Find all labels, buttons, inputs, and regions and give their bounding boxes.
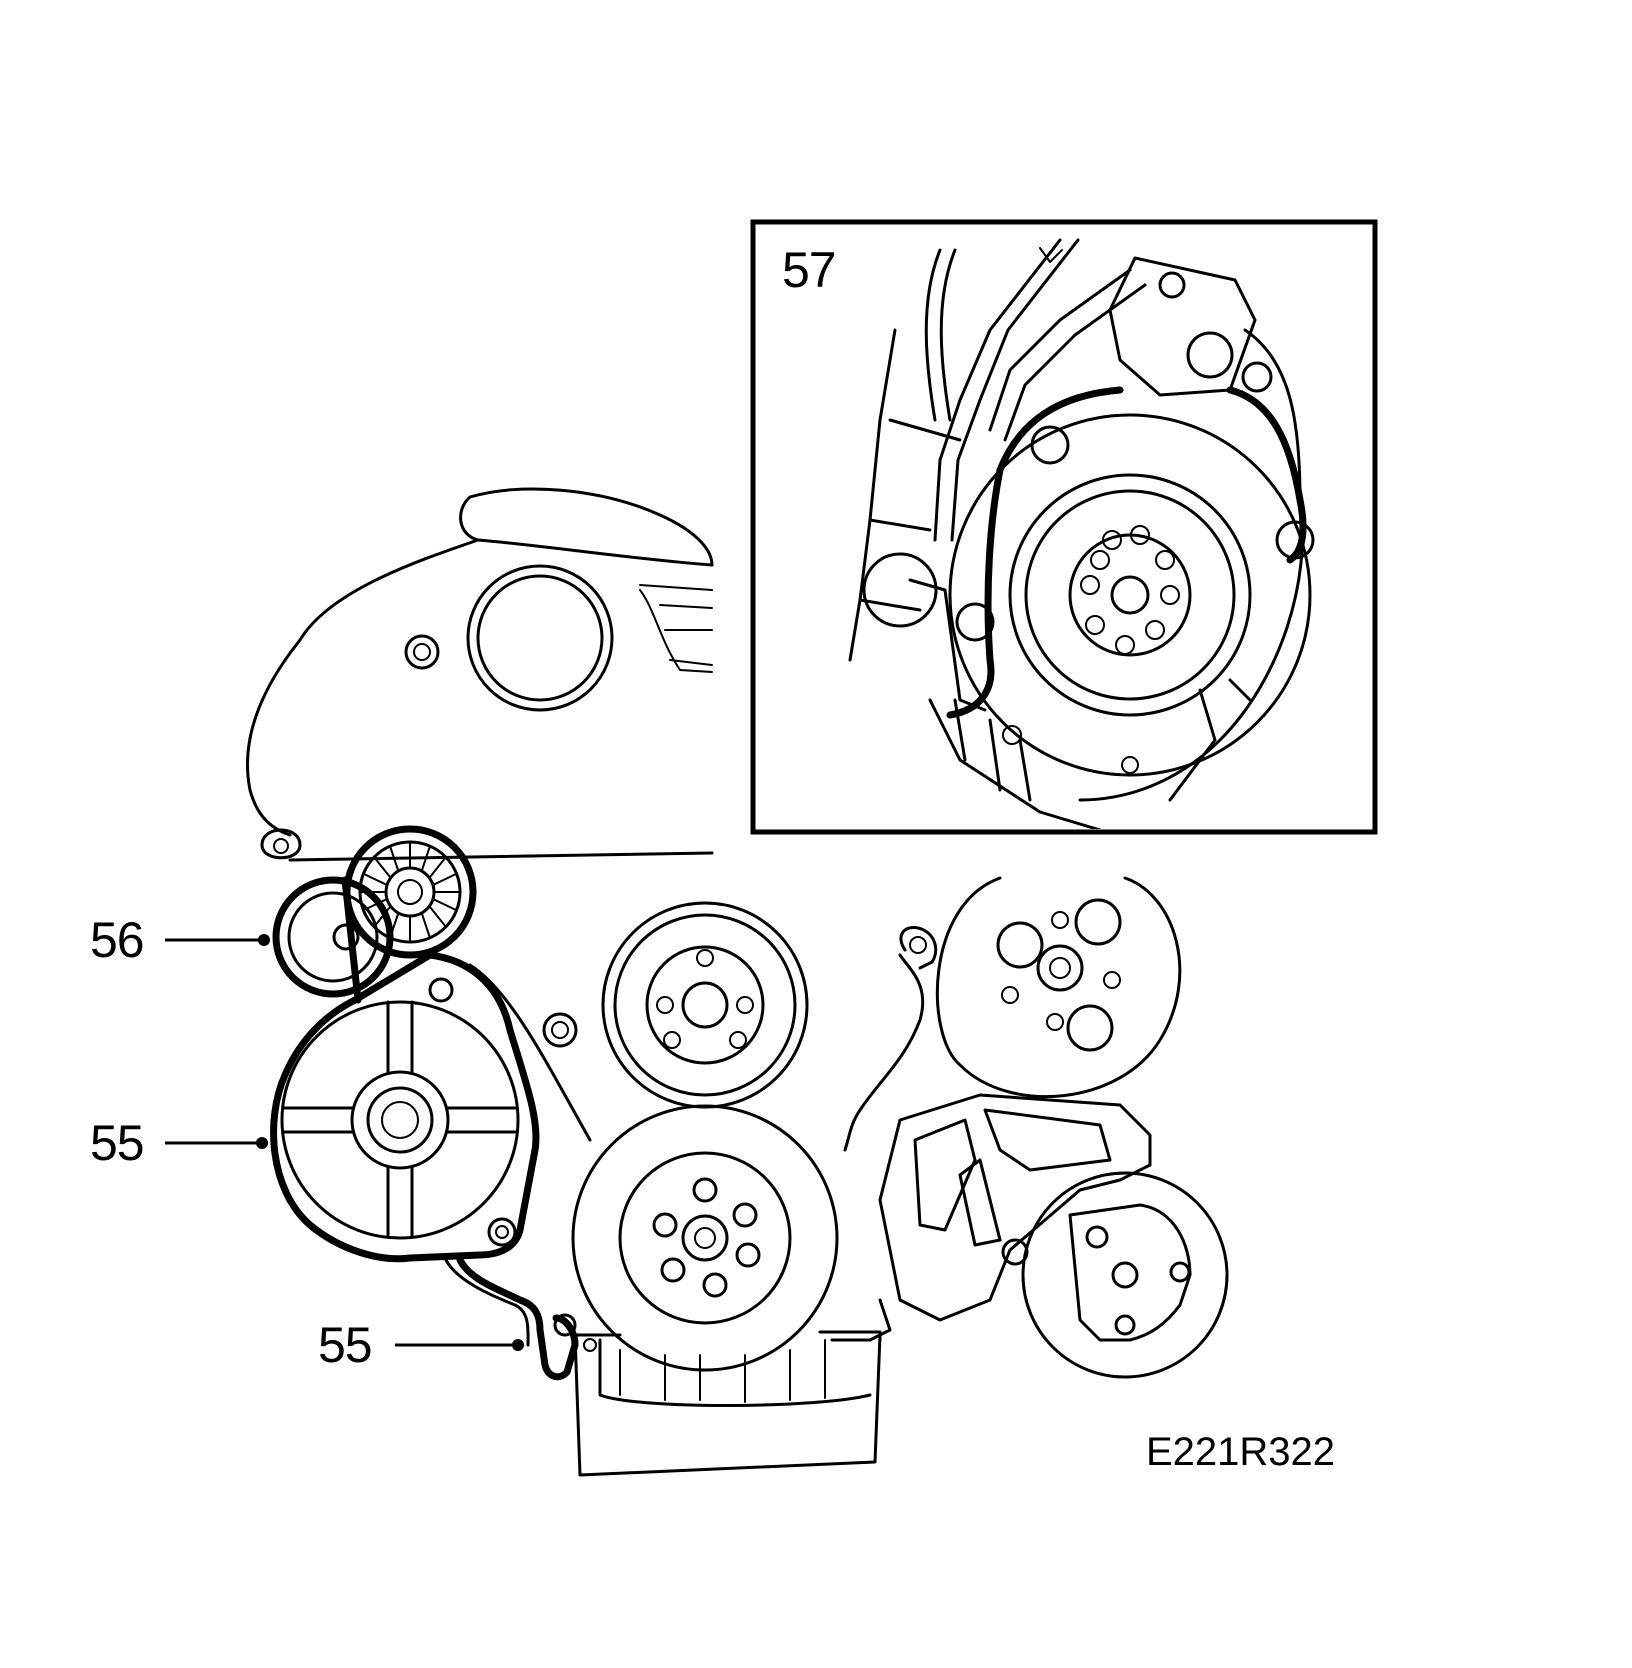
crankshaft-pulley [571,1104,839,1372]
figure-id: E221R322 [1146,1430,1336,1474]
leader-56-dot [258,934,270,946]
inset-detail-box [750,219,1378,835]
engine-block [468,925,938,1342]
callout-56: 56 [90,912,145,968]
engine-front-view [245,487,1229,1477]
callout-55-lower: 55 [318,1317,373,1373]
oil-sump [573,1330,882,1477]
leader-55-upper-dot [256,1137,268,1149]
timing-cover [245,487,714,862]
ac-compressor-pulley [1021,1171,1229,1379]
compressor-bracket [878,1093,1152,1322]
callout-55-upper: 55 [90,1115,145,1171]
idler-pulley [343,825,477,959]
lower-gasket [443,1256,579,1381]
water-pump-pulley [601,901,809,1109]
power-steering-pulley [936,876,1182,1099]
inset-frame [750,219,1378,835]
callout-leaders [165,934,524,1351]
alternator [270,951,540,1263]
callout-57: 57 [782,242,837,298]
leader-55-lower-dot [512,1339,524,1351]
